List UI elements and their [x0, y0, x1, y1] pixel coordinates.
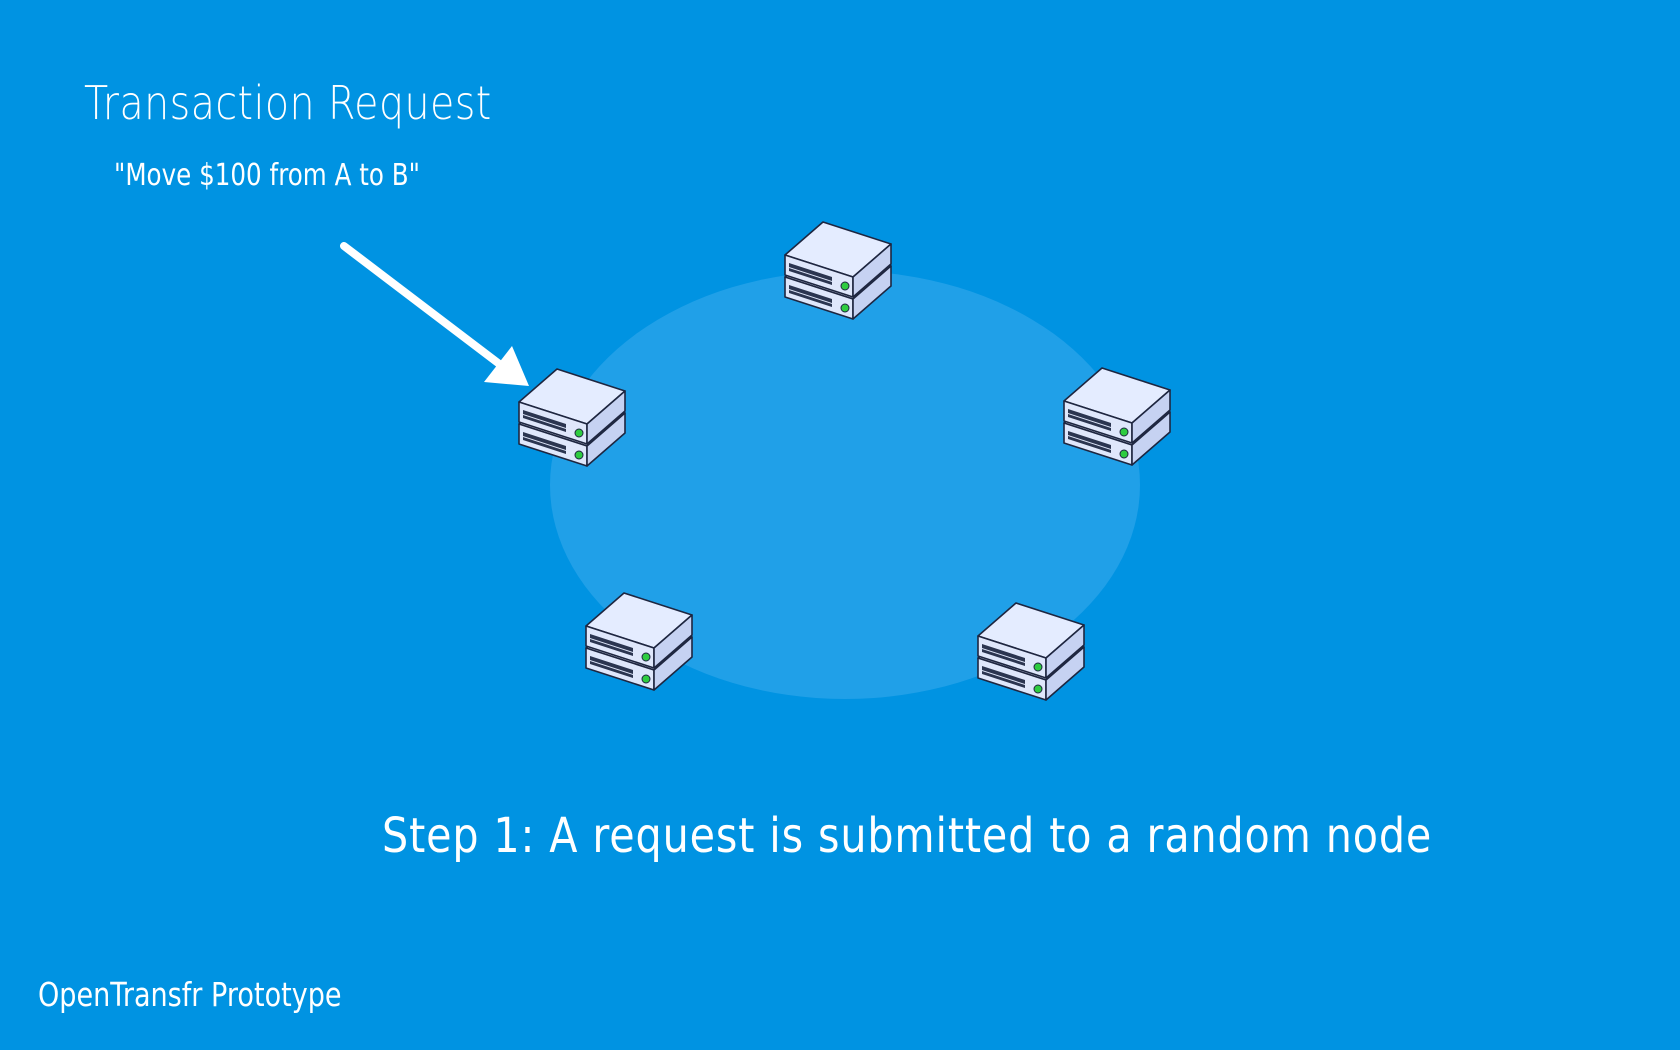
transaction-request-detail: "Move $100 from A to B": [114, 158, 420, 193]
network-area: [550, 271, 1140, 699]
footer-label: OpenTransfr Prototype: [38, 975, 342, 1014]
transaction-request-title: Transaction Request: [84, 76, 492, 130]
arrow: [340, 242, 529, 386]
step-caption: Step 1: A request is submitted to a rand…: [382, 808, 1433, 864]
